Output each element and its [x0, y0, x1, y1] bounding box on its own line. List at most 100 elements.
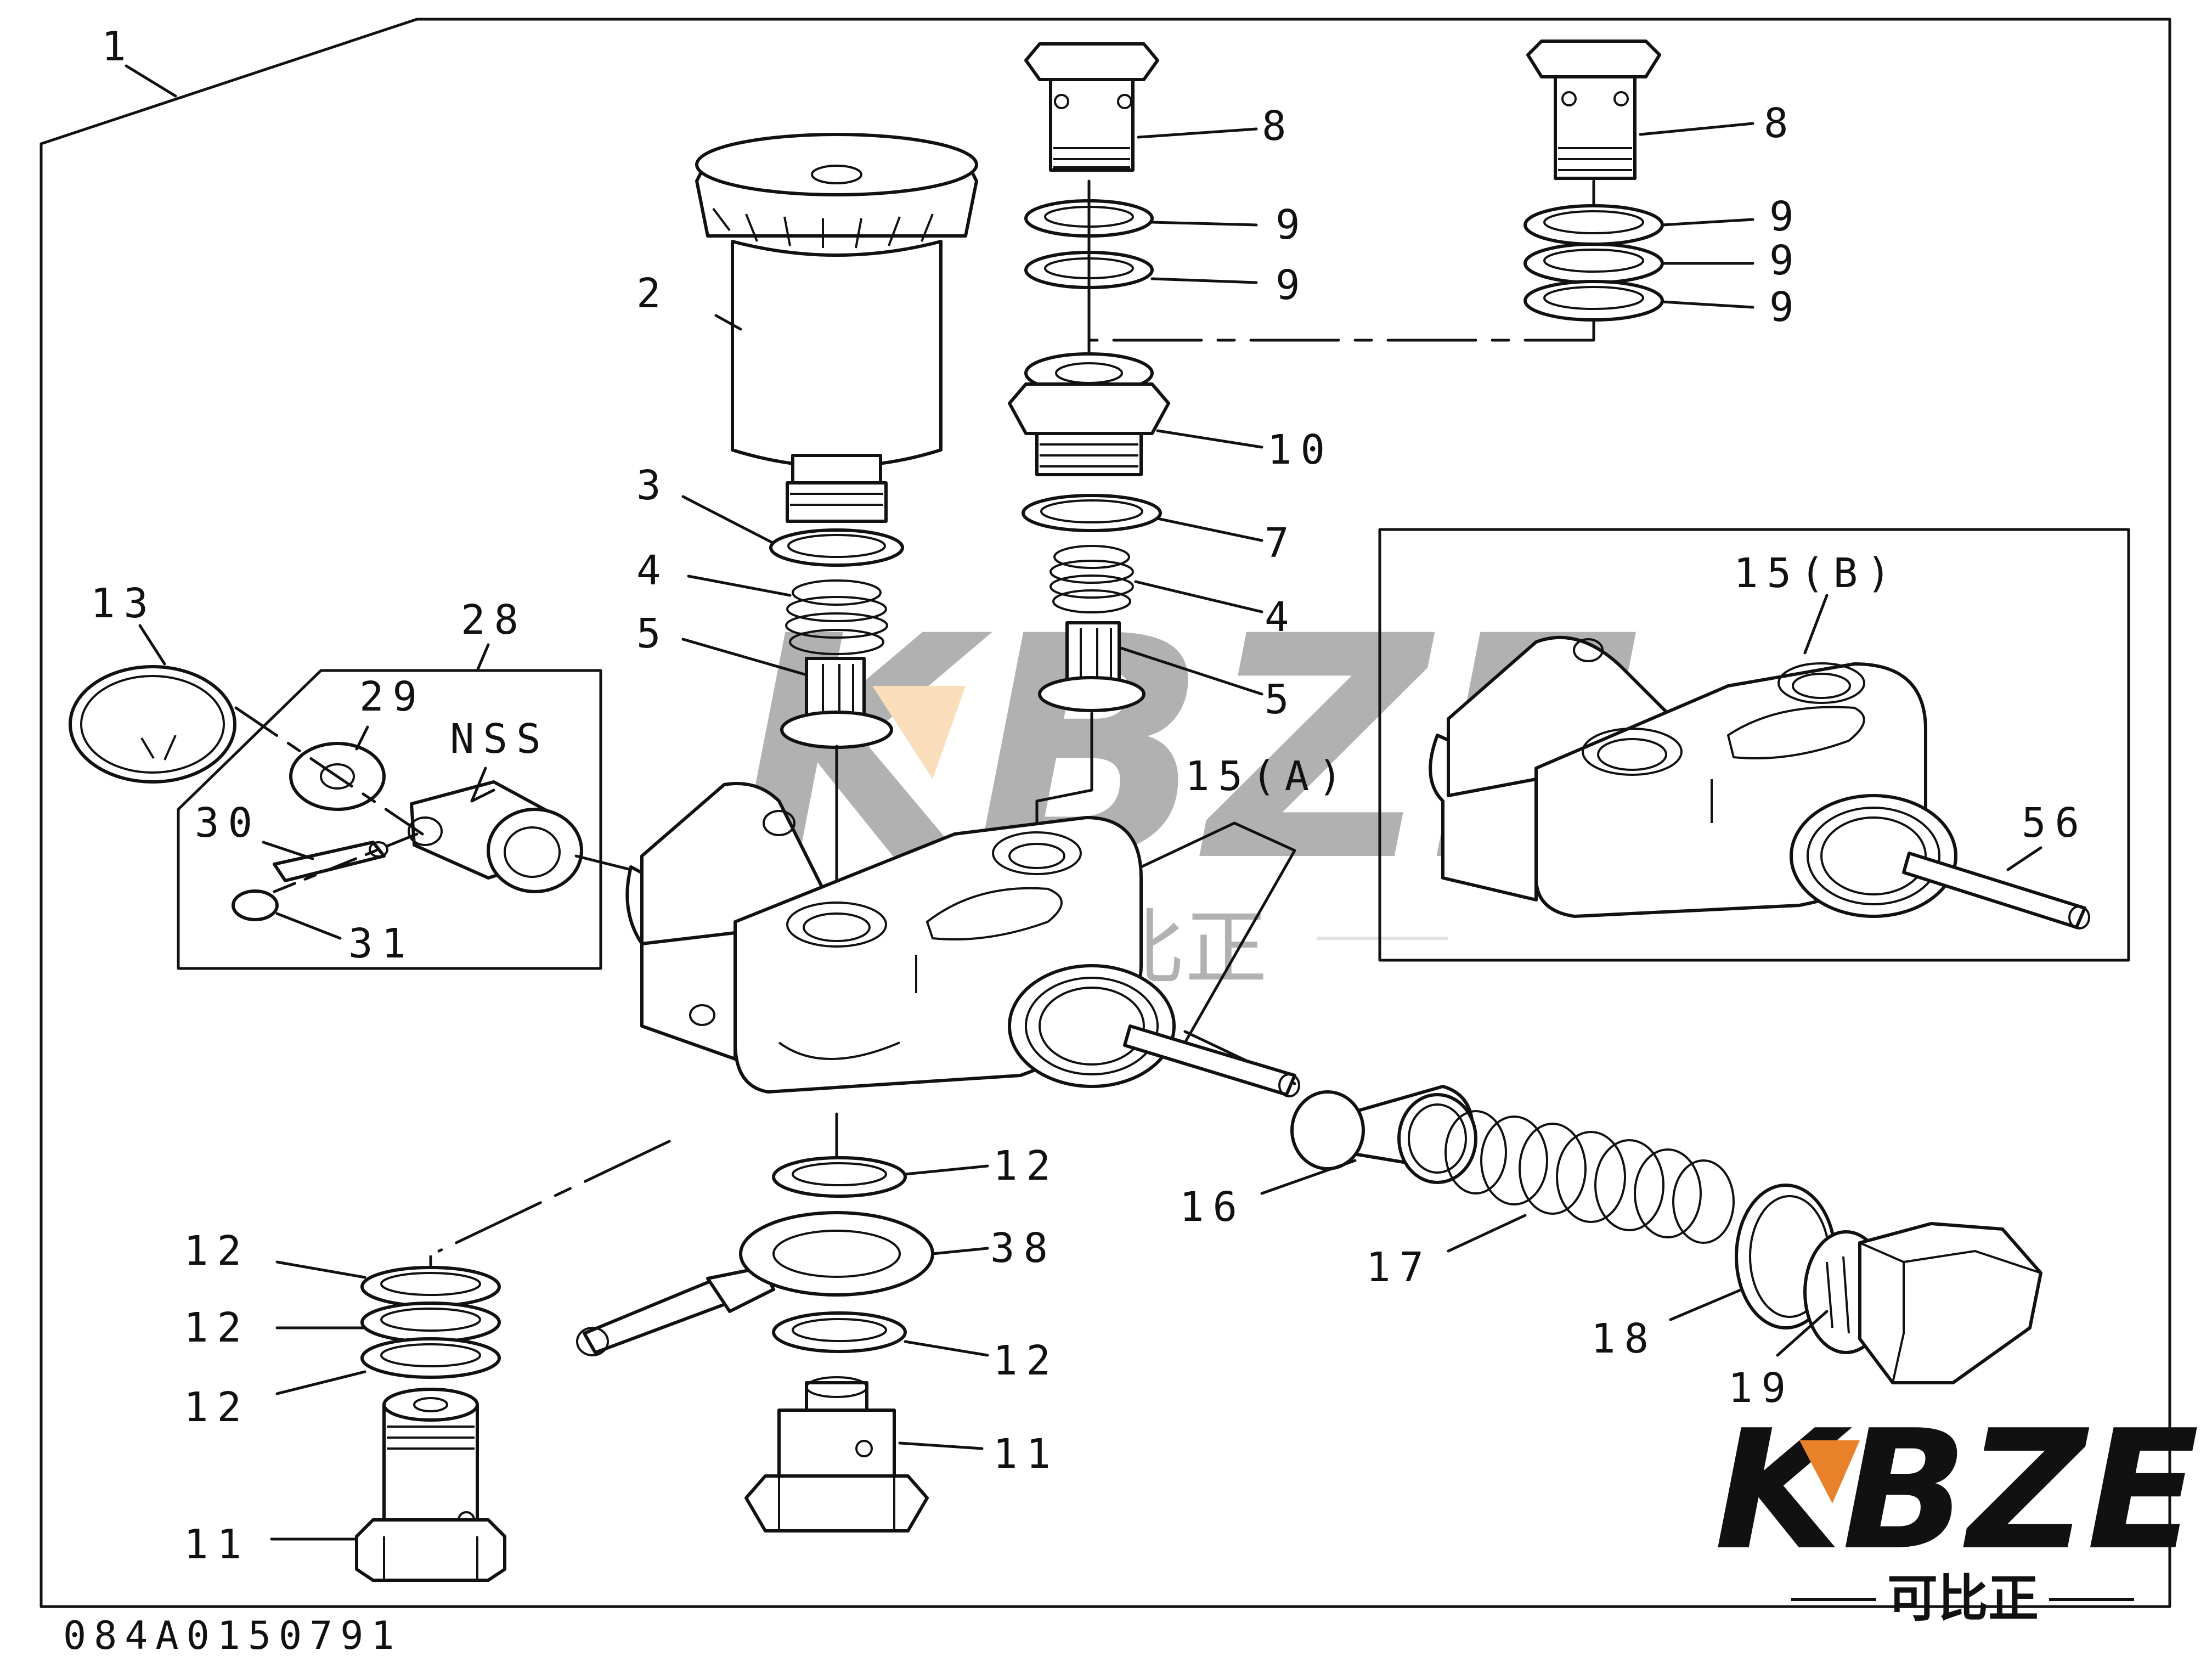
- part-nss-cap: [408, 780, 583, 893]
- brand-logo: KBZE 可比正: [1714, 1395, 2199, 1628]
- leader-4a: [687, 574, 792, 597]
- label-29: 29: [359, 673, 426, 720]
- label-1: 1: [101, 23, 135, 70]
- label-7: 7: [1265, 520, 1298, 567]
- label-3: 3: [636, 462, 670, 509]
- label-8b: 8: [1764, 100, 1797, 147]
- part-4-spring-right: [1049, 545, 1134, 613]
- axis-kit-body: [574, 854, 633, 871]
- label-nss: NSS: [450, 715, 550, 763]
- label-31: 31: [348, 920, 415, 967]
- leader-3: [681, 495, 775, 545]
- leader-16: [1260, 1159, 1357, 1195]
- leader-9c: [1661, 218, 1754, 227]
- label-12c: 12: [184, 1227, 250, 1275]
- leader-12c: [275, 1260, 366, 1279]
- label-9c: 9: [1769, 193, 1803, 240]
- callout-labels: 1 2 3 4 5 8 8 9 9 9 9 9 10 7 4 5 13 28 2…: [91, 23, 2088, 1568]
- part-3-gasket: [769, 528, 904, 567]
- part-5-valve-right: [1038, 621, 1146, 712]
- logo-accent-shape: [1799, 1440, 1860, 1503]
- part-5-valve-left: [780, 657, 893, 749]
- leader-11a: [898, 1441, 984, 1450]
- watermark-accent-shape: [872, 686, 966, 779]
- inset-15b-frame: [1378, 528, 2130, 962]
- part-12-washer-bottom-2: [772, 1311, 907, 1353]
- leader-17: [1447, 1214, 1527, 1253]
- part-12-washer-left-3: [360, 1337, 501, 1379]
- leader-12e: [275, 1370, 366, 1395]
- leader-31: [275, 912, 342, 940]
- logo-latin: KBZE: [1714, 1395, 2199, 1586]
- part-13-snap-ring: [69, 665, 236, 784]
- label-9b: 9: [1276, 262, 1309, 309]
- leader-1: [125, 64, 177, 98]
- leader-56: [2006, 846, 2042, 871]
- leader-8b: [1639, 122, 1754, 136]
- part-11-bolt-bottom-left: [355, 1388, 506, 1582]
- leader-7: [1156, 517, 1263, 542]
- label-9d: 9: [1769, 237, 1803, 284]
- part-19-plug: [1803, 1222, 2042, 1384]
- leader-30: [262, 841, 314, 860]
- label-12e: 12: [184, 1384, 250, 1431]
- label-8a: 8: [1262, 103, 1295, 150]
- part-8-banjo-bolt-center: [1024, 42, 1159, 172]
- leader-29: [355, 725, 369, 751]
- part-10-adaptor: [1008, 352, 1170, 476]
- label-56: 56: [2022, 799, 2088, 847]
- logo-cjk: 可比正: [1887, 1569, 2039, 1628]
- part-16-piston: [1290, 1085, 1477, 1184]
- leader-38: [931, 1247, 989, 1255]
- part-12-washer-left-1: [360, 1266, 501, 1308]
- axis-kit-upper: [234, 706, 424, 836]
- label-4b: 4: [1265, 594, 1298, 641]
- part-4-spring-left: [785, 579, 888, 655]
- part-12-washer-left-2: [360, 1302, 501, 1343]
- label-18: 18: [1591, 1315, 1657, 1362]
- part-38-banjo-hose: [576, 1211, 934, 1356]
- axis-right-link: [1087, 319, 1595, 342]
- assembly-frame: [40, 18, 2171, 1608]
- part-9-washer-right-2: [1523, 243, 1664, 284]
- part-7-gasket: [1022, 494, 1162, 532]
- leader-4b: [1134, 580, 1263, 613]
- part-9-washer-right-3: [1523, 280, 1664, 322]
- part-30-pin: [273, 841, 388, 882]
- leader-8a: [1137, 127, 1258, 139]
- part-11-bolt-bottom-center: [744, 1376, 929, 1533]
- part-8-banjo-bolt-right: [1526, 40, 1661, 180]
- label-38: 38: [990, 1225, 1057, 1272]
- leader-12b: [904, 1340, 989, 1357]
- axis-kit-lower: [273, 832, 419, 893]
- label-11a: 11: [993, 1430, 1059, 1478]
- label-15b: 15(B): [1734, 550, 1900, 597]
- part-17-spring: [1444, 1110, 1735, 1244]
- label-2: 2: [636, 270, 670, 317]
- label-12a: 12: [993, 1142, 1059, 1190]
- leader-9b: [1150, 277, 1258, 284]
- label-10: 10: [1267, 426, 1334, 474]
- axis-bottom-left-link: [437, 1140, 671, 1253]
- leader-5b: [1118, 646, 1263, 696]
- label-9e: 9: [1769, 284, 1803, 331]
- part-12-washer-bottom-1: [772, 1156, 907, 1198]
- label-16: 16: [1180, 1184, 1246, 1231]
- leader-18: [1669, 1288, 1743, 1321]
- label-30: 30: [195, 799, 261, 847]
- leader-nss: [470, 767, 495, 803]
- label-11b: 11: [184, 1521, 250, 1568]
- leader-9e: [1661, 300, 1754, 309]
- leader-19: [1776, 1310, 1829, 1357]
- label-12d: 12: [184, 1304, 250, 1351]
- label-15a: 15(A): [1185, 753, 1351, 800]
- leader-15a: [1139, 821, 1296, 1044]
- leader-9a: [1150, 221, 1258, 227]
- label-19: 19: [1728, 1365, 1795, 1412]
- leader-28: [476, 643, 490, 672]
- label-17: 17: [1366, 1244, 1432, 1291]
- leader-2: [714, 314, 742, 331]
- label-9a: 9: [1276, 201, 1309, 249]
- part-15b-pump-body: [1429, 635, 2090, 929]
